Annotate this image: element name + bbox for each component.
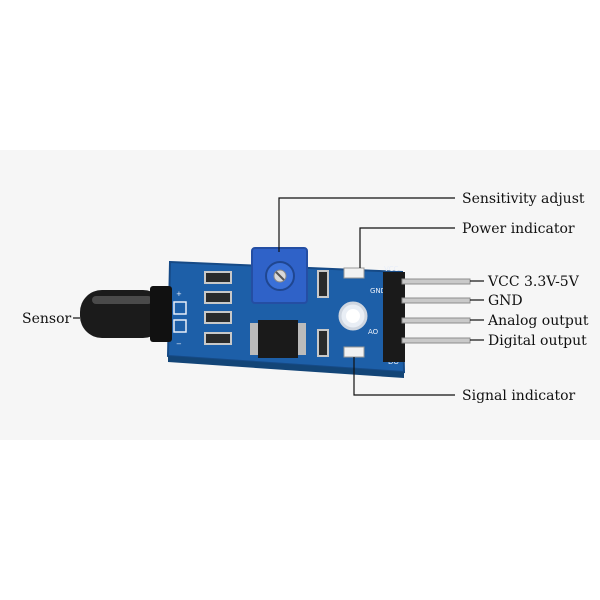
power-led: [343, 267, 365, 279]
sensor-pad-top: [173, 301, 187, 315]
resistor: [204, 271, 232, 284]
leader-sensitivity: [278, 197, 455, 252]
label-gnd: GND: [488, 293, 523, 309]
resistor: [317, 329, 329, 357]
label-sensor: Sensor: [22, 311, 72, 327]
sensor-pad-bottom: [173, 319, 187, 333]
pin-vcc: [401, 278, 471, 285]
label-vcc: VCC 3.3V-5V: [487, 274, 580, 290]
pcb-bevel: [168, 356, 404, 378]
leader-lines: [73, 197, 484, 396]
resistor: [204, 311, 232, 324]
leader-power: [359, 227, 455, 268]
pin-header: [383, 272, 405, 362]
pot-slot: [275, 271, 285, 281]
flame-sensor-component: [80, 286, 172, 342]
label-power-indicator: Power indicator: [462, 221, 575, 237]
label-signal-indicator: Signal indicator: [462, 388, 575, 404]
silk-plus: +: [176, 290, 182, 298]
label-analog-output: Analog output: [487, 313, 589, 329]
silk-ao: AO: [368, 328, 379, 336]
resistor: [204, 332, 232, 345]
sensor-base: [150, 286, 172, 342]
ic-pins-left: [250, 323, 258, 355]
pin-ao: [401, 317, 471, 324]
label-sensitivity-adjust: Sensitivity adjust: [462, 191, 585, 207]
signal-led: [343, 346, 365, 358]
sensor-module: + − VCC GND AO DO: [80, 247, 471, 378]
mounting-hole-inner: [346, 309, 360, 323]
leader-signal: [353, 357, 455, 396]
potentiometer: [251, 247, 308, 304]
pin-gnd: [401, 297, 471, 304]
silk-minus: −: [176, 340, 182, 348]
comparator-ic: [250, 320, 306, 358]
resistor: [204, 291, 232, 304]
ic-body: [258, 320, 298, 358]
smd-resistors: [204, 270, 329, 357]
pin-do: [401, 337, 471, 344]
sensor-highlight: [92, 296, 152, 304]
silk-vcc: VCC: [384, 265, 399, 273]
resistor: [317, 270, 329, 298]
silk-gnd: GND: [370, 287, 386, 295]
label-digital-output: Digital output: [488, 333, 587, 349]
ic-pins-right: [298, 323, 306, 355]
